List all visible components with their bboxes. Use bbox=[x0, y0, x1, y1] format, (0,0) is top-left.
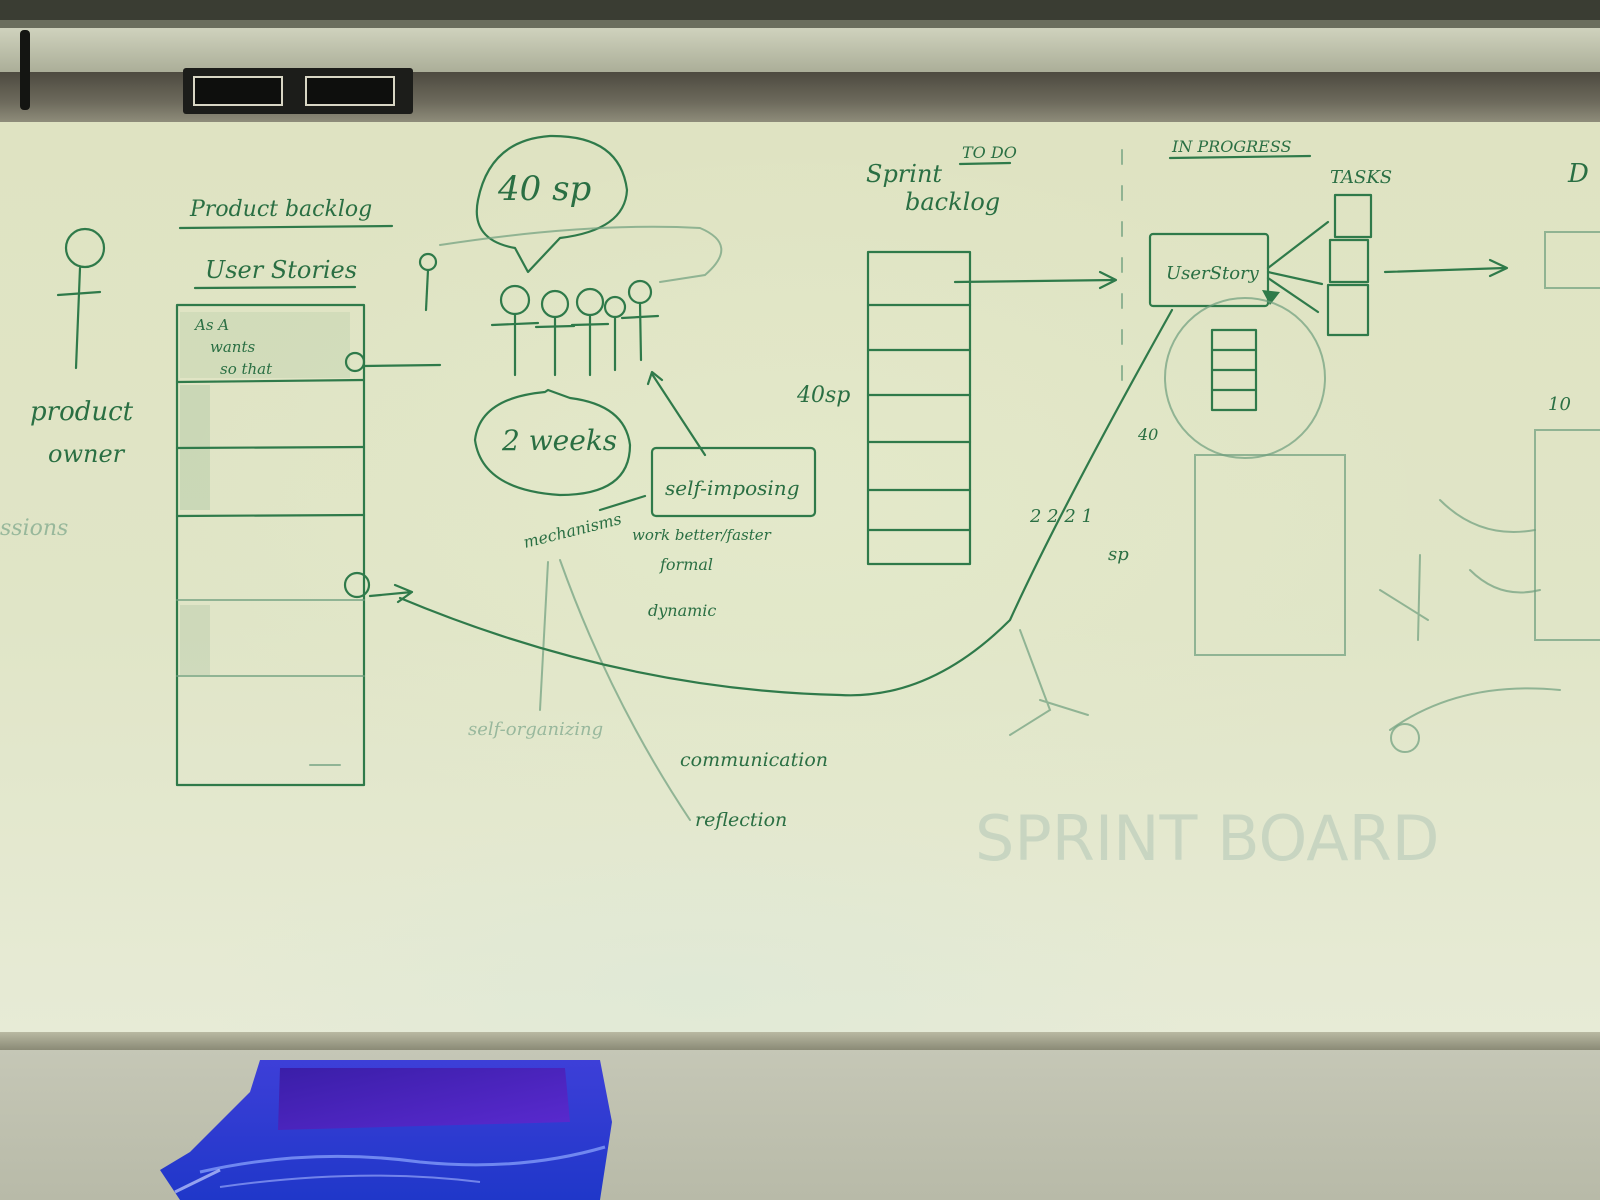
capacity-bubble-text: 40 sp bbox=[497, 169, 591, 209]
product-owner-label-line1: product bbox=[30, 397, 134, 427]
erased-task-sketch bbox=[1164, 297, 1326, 459]
story-line-3: so that bbox=[220, 360, 273, 378]
sprint-points-label: 40sp bbox=[796, 383, 850, 408]
sensor-window-right bbox=[305, 76, 395, 106]
sprint-backlog-title-line2: backlog bbox=[905, 188, 1000, 216]
sprint-backlog-title-line1: Sprint bbox=[866, 160, 942, 188]
duration-bubble-text: 2 weeks bbox=[501, 424, 617, 457]
product-owner-label-line2: owner bbox=[48, 440, 126, 468]
scribble-numbers: 2 2 2 1 bbox=[1029, 506, 1093, 527]
in-progress-column-label: IN PROGRESS bbox=[1171, 137, 1292, 156]
whiteboard-surface bbox=[0, 122, 1600, 1038]
mechanisms-label: mechanisms bbox=[521, 509, 623, 552]
story-line-2: wants bbox=[210, 338, 255, 356]
self-organizing-label: self-organizing bbox=[468, 719, 603, 740]
team-figures bbox=[418, 252, 660, 377]
work-better-label: work better/faster bbox=[632, 526, 772, 544]
marker-sensor-bar bbox=[183, 68, 413, 114]
reflection-label: reflection bbox=[695, 809, 787, 831]
in-progress-card-text: UserStory bbox=[1166, 263, 1260, 284]
cable bbox=[20, 30, 30, 110]
communication-label: communication bbox=[680, 749, 828, 771]
product-owner-figure bbox=[56, 227, 106, 370]
story-line-1: As A bbox=[193, 316, 229, 334]
todo-column-label: TO DO bbox=[962, 143, 1017, 162]
task-stack bbox=[1262, 193, 1373, 337]
user-stories-subtitle: User Stories bbox=[205, 256, 357, 284]
ghost-erased-title: SPRINT BOARD bbox=[975, 802, 1439, 875]
dynamic-label: dynamic bbox=[648, 601, 716, 620]
self-imposing-box-text: self-imposing bbox=[665, 476, 800, 500]
product-backlog-stack bbox=[175, 303, 366, 787]
board-bottom-rail bbox=[0, 1032, 1600, 1050]
cut-off-text-left: ssions bbox=[0, 516, 68, 541]
done-column-label: D bbox=[1567, 159, 1589, 189]
sensor-window-left bbox=[193, 76, 283, 106]
formal-label: formal bbox=[659, 555, 713, 574]
sprint-backlog-stack bbox=[866, 250, 972, 566]
cut-off-number-right: 10 bbox=[1548, 394, 1571, 415]
remaining-small-number: 40 bbox=[1137, 425, 1158, 444]
trash-bin-icon bbox=[160, 1060, 612, 1200]
product-backlog-title: Product backlog bbox=[189, 197, 372, 222]
tasks-column-label: TASKS bbox=[1330, 167, 1392, 188]
sp-label: sp bbox=[1108, 544, 1129, 565]
